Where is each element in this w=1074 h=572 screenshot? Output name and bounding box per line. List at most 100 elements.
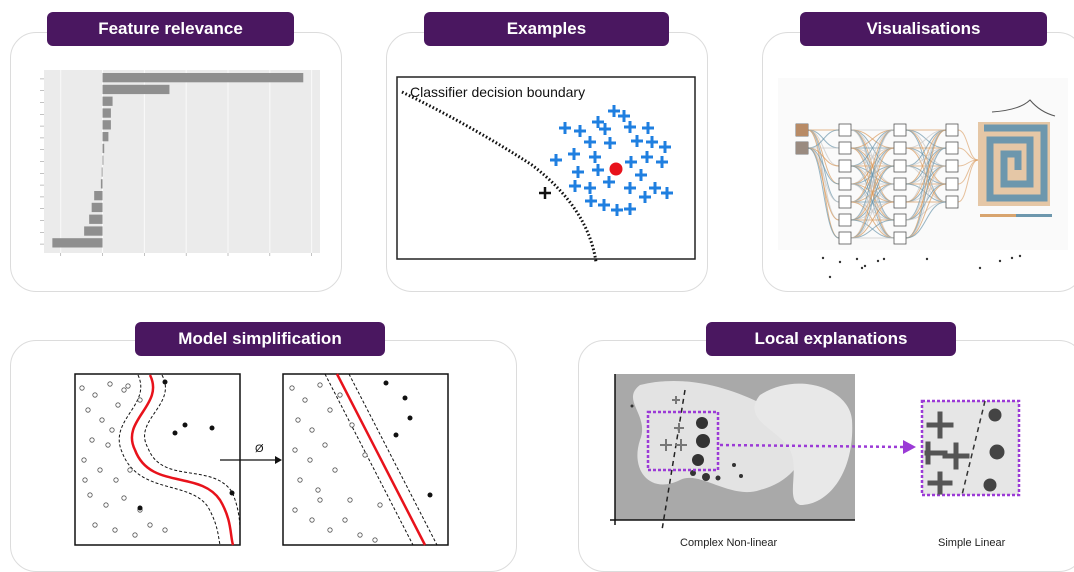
bar [89, 214, 103, 224]
class-a-point [332, 467, 338, 473]
nn-node [838, 213, 852, 227]
nn-link [905, 165, 947, 239]
class-a-point [292, 507, 298, 513]
feature-relevance-title: Feature relevance [47, 12, 294, 46]
class-a-point [103, 502, 109, 508]
class-a-point [105, 442, 111, 448]
class-a-point [349, 422, 355, 428]
class-a-point [127, 467, 133, 473]
class-b-point [137, 505, 143, 511]
nn-node [838, 177, 852, 191]
class-a-point [317, 497, 323, 503]
class-a-point [81, 457, 87, 463]
local-linear-boundary [661, 389, 686, 531]
class-a-point [87, 492, 93, 498]
bar [102, 96, 113, 106]
bar [52, 238, 103, 248]
decision-boundary [401, 90, 598, 263]
nn-node [838, 123, 852, 137]
class-a-point [295, 417, 301, 423]
class-a-point [307, 457, 313, 463]
linear-boundary [335, 373, 427, 546]
visualisations-title: Visualisations [800, 12, 1047, 46]
nn-link [850, 219, 895, 239]
nn-link [807, 147, 840, 239]
bar [102, 132, 109, 142]
class-a-point [347, 497, 353, 503]
local-explanations-title: Local explanations [706, 322, 956, 356]
class-a-point [315, 487, 321, 493]
nn-node [945, 159, 959, 173]
neural-network-icon [795, 99, 1056, 279]
class-a-point [92, 392, 98, 398]
nn-node [893, 213, 907, 227]
bar [102, 155, 104, 165]
bar [94, 191, 103, 201]
simplification-arrow-label: Ø [255, 443, 264, 455]
plus-points [550, 105, 673, 216]
bar [91, 202, 103, 213]
class-b-point [182, 422, 188, 428]
feature-relevance-chart [40, 70, 320, 256]
class-a-point [372, 537, 378, 543]
class-a-point [121, 495, 127, 501]
model-simplification-figure: Ø [74, 373, 449, 546]
black-plus-icon [539, 187, 551, 199]
nn-node [893, 123, 907, 137]
class-b-point [427, 492, 433, 498]
class-a-point [309, 427, 315, 433]
nn-node [945, 123, 959, 137]
boundary-caption: Classifier decision boundary [410, 84, 585, 100]
nn-node [945, 177, 959, 191]
simple-caption: Simple Linear [938, 537, 1006, 549]
nn-link [850, 201, 895, 239]
class-a-point [109, 427, 115, 433]
nn-link [807, 129, 840, 149]
class-a-point [92, 522, 98, 528]
class-a-point [337, 392, 343, 398]
class-a-point [137, 397, 143, 403]
examples-title: Examples [424, 12, 669, 46]
nn-link [957, 129, 979, 161]
class-b-point [402, 395, 408, 401]
local-selection-box [646, 410, 720, 472]
class-a-point [121, 387, 127, 393]
nn-input [796, 142, 808, 154]
nn-node [893, 231, 907, 245]
class-a-point [132, 532, 138, 538]
nn-node [838, 159, 852, 173]
model-simplification-title: Model simplification [135, 322, 385, 356]
bar [102, 120, 111, 130]
class-a-point [362, 452, 368, 458]
class-b-point [393, 432, 399, 438]
complex-model-plot [74, 373, 241, 546]
class-a-point [289, 385, 295, 391]
class-a-point [147, 522, 153, 528]
bar [102, 143, 105, 154]
class-a-point [342, 517, 348, 523]
nn-node [893, 195, 907, 209]
bar [100, 179, 103, 189]
nn-node [838, 141, 852, 155]
class-a-point [292, 447, 298, 453]
bar [101, 167, 103, 177]
class-b-point [229, 490, 235, 496]
bar [102, 108, 111, 118]
nn-node [838, 195, 852, 209]
class-a-point [97, 467, 103, 473]
class-a-point [327, 407, 333, 413]
class-b-point [162, 379, 168, 385]
class-a-point [89, 437, 95, 443]
red-dot-icon [609, 162, 623, 176]
class-a-point [357, 532, 363, 538]
nn-link [905, 129, 947, 239]
nn-input [796, 124, 808, 136]
examples-plot: Classifier decision boundary [396, 76, 696, 263]
complex-caption: Complex Non-linear [680, 537, 778, 549]
nn-node [945, 195, 959, 209]
class-a-point [125, 383, 131, 389]
nn-link [850, 165, 895, 239]
class-a-point [85, 407, 91, 413]
class-a-point [82, 477, 88, 483]
bar [102, 84, 170, 95]
